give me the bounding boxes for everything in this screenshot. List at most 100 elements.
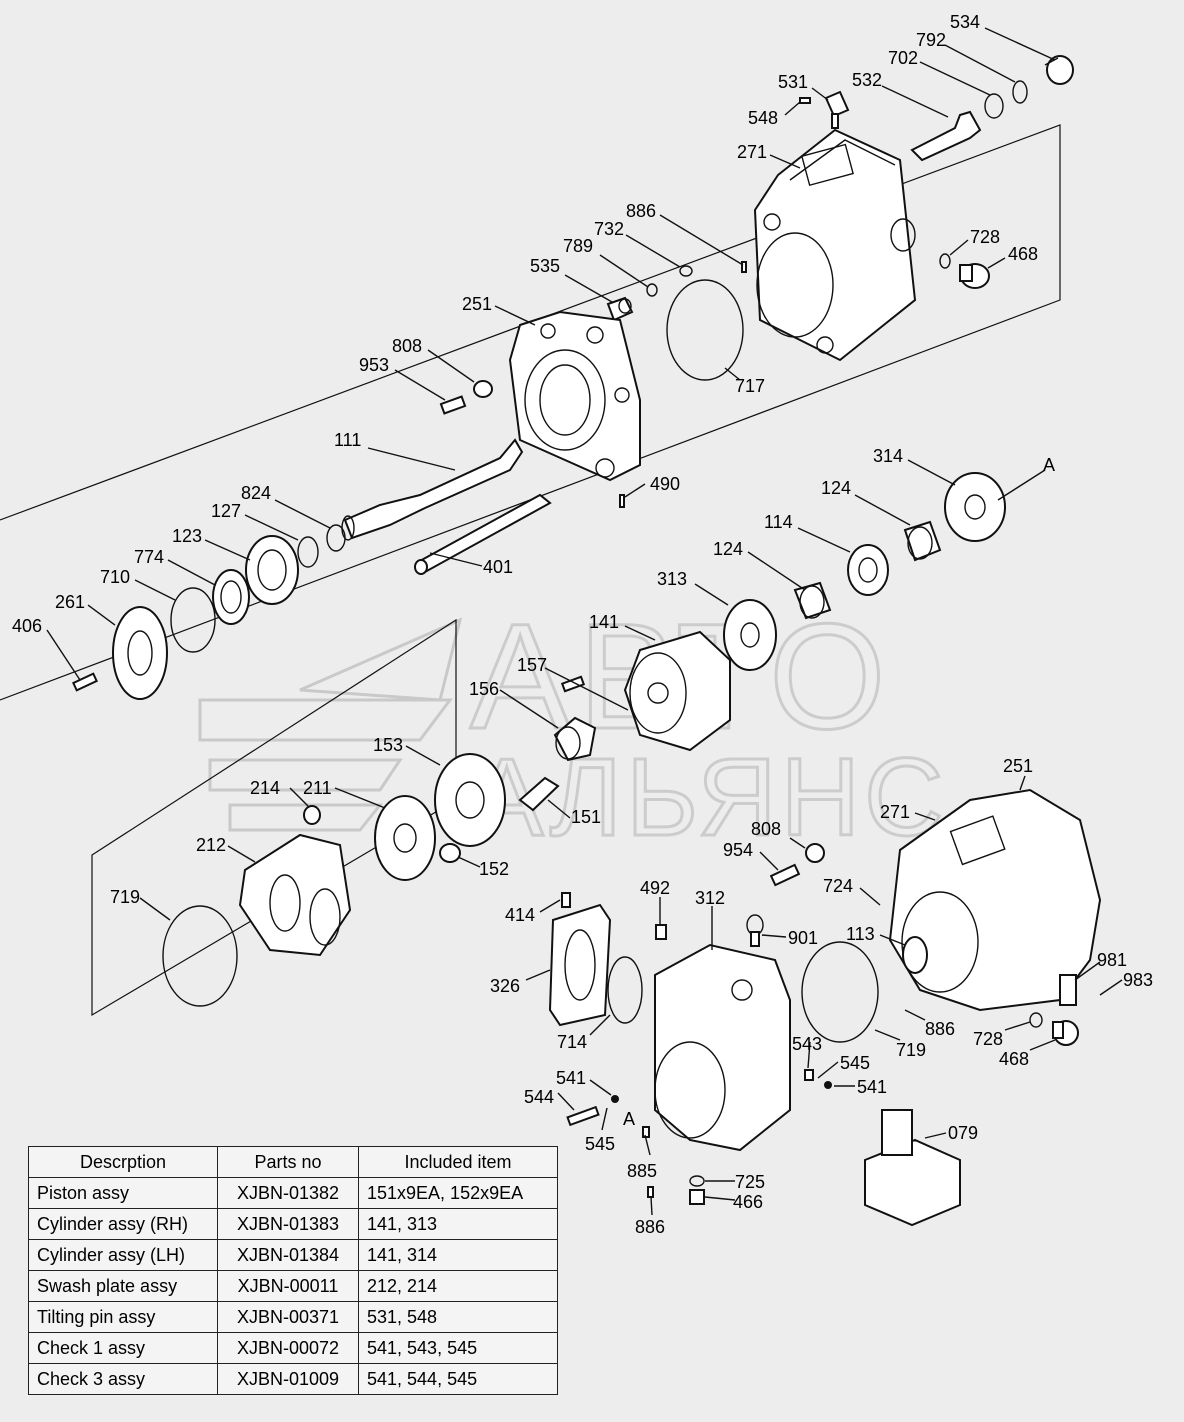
bolt-414: [561, 892, 571, 908]
cell-included-item: 212, 214: [358, 1270, 558, 1302]
header-parts-no: Parts no: [217, 1146, 359, 1178]
cell-description: Swash plate assy: [28, 1270, 218, 1302]
callout-251-top: 251: [462, 294, 492, 314]
ball-541-b: [824, 1081, 832, 1089]
watermark-logo: [198, 617, 463, 832]
callout-271-bot: 271: [880, 802, 910, 822]
cell-description: Piston assy: [28, 1177, 218, 1209]
table-header-row: Descrption Parts no Included item: [28, 1146, 558, 1178]
cell-parts-no: XJBN-00011: [217, 1270, 359, 1302]
gear-114: [847, 544, 889, 596]
plate-981: [1059, 974, 1077, 1006]
callout-A-top: A: [1043, 455, 1055, 475]
header-included-item: Included item: [358, 1146, 558, 1178]
nut-808-bot: [805, 843, 825, 863]
callout-545-a: 545: [840, 1053, 870, 1073]
eye-bolt-901: [746, 914, 764, 947]
seal-cover-261: [112, 606, 168, 700]
callout-953: 953: [359, 355, 389, 375]
cell-description: Check 1 assy: [28, 1332, 218, 1364]
callout-114: 114: [764, 512, 793, 532]
callout-792: 792: [916, 30, 946, 50]
cell-description: Cylinder assy (RH): [28, 1208, 218, 1240]
callout-983: 983: [1123, 970, 1153, 990]
callout-490: 490: [650, 474, 680, 494]
callout-717: 717: [735, 376, 765, 396]
callout-156: 156: [469, 679, 499, 699]
pin-886-bot: [647, 1186, 654, 1198]
callout-886-mid: 886: [925, 1019, 955, 1039]
oil-seal-774: [212, 569, 250, 625]
adjuster-532: [910, 110, 982, 162]
valve-plate-313: [723, 599, 777, 671]
table-row: Swash plate assy XJBN-00011 212, 214: [28, 1270, 558, 1302]
regulator-079: [864, 1109, 961, 1227]
cell-parts-no: XJBN-01382: [217, 1177, 359, 1209]
callout-808-top: 808: [392, 336, 422, 356]
callout-885: 885: [627, 1161, 657, 1181]
pin-886-top: [741, 261, 747, 273]
o-ring-728-bot: [1029, 1012, 1043, 1028]
cell-description: Check 3 assy: [28, 1363, 218, 1395]
callout-886-top: 886: [626, 201, 656, 221]
o-ring-714: [607, 956, 643, 1024]
callout-543: 543: [792, 1034, 822, 1054]
o-ring-719-left: [162, 905, 238, 1007]
callout-702: 702: [888, 48, 918, 68]
tilting-pin-531: [824, 90, 850, 129]
plug-534: [1044, 55, 1074, 85]
callout-808-bot: 808: [751, 819, 781, 839]
callout-214: 214: [250, 778, 280, 798]
bearing-123: [245, 535, 299, 605]
callout-312: 312: [695, 888, 725, 908]
header-description: Descrption: [28, 1146, 218, 1178]
callout-541-b: 541: [857, 1077, 887, 1097]
callout-901: 901: [788, 928, 818, 948]
parts-table: Descrption Parts no Included item Piston…: [28, 1146, 558, 1395]
bolt-953: [439, 395, 467, 415]
callout-535: 535: [530, 256, 560, 276]
pump-assembly-bottom: [888, 788, 1102, 1012]
table-row: Piston assy XJBN-01382 151x9EA, 152x9EA: [28, 1177, 558, 1209]
callout-724: 724: [823, 876, 853, 896]
shoe-plate-211: [374, 795, 436, 881]
callout-710: 710: [100, 567, 130, 587]
watermark-text-line2: АЛЬЯНС: [470, 736, 948, 859]
cell-included-item: 141, 314: [358, 1239, 558, 1271]
callout-leaders: [46, 27, 1123, 1216]
needle-bearing-124-a: [903, 520, 942, 562]
cell-description: Tilting pin assy: [28, 1301, 218, 1333]
callout-774: 774: [134, 547, 164, 567]
bolt-401: [414, 493, 552, 575]
plug-543: [804, 1069, 814, 1081]
plug-468-top: [959, 263, 990, 289]
callout-466: 466: [733, 1192, 763, 1212]
callout-789: 789: [563, 236, 593, 256]
bushing-214: [303, 805, 321, 825]
table-row: Check 3 assy XJBN-01009 541, 544, 545: [28, 1363, 558, 1395]
cell-parts-no: XJBN-00371: [217, 1301, 359, 1333]
plug-492: [655, 924, 667, 940]
bolt-406: [72, 672, 98, 692]
cell-parts-no: XJBN-01383: [217, 1208, 359, 1240]
plug-466: [689, 1189, 705, 1205]
callout-534: 534: [950, 12, 980, 32]
callout-532: 532: [852, 70, 882, 90]
callout-124-a: 124: [821, 478, 851, 498]
callout-157: 157: [517, 655, 547, 675]
o-ring-789: [646, 283, 658, 297]
retainer-plate-153: [434, 753, 506, 847]
callout-211: 211: [303, 778, 332, 798]
spherical-bushing-156: [553, 716, 597, 762]
callout-251-bot: 251: [1003, 756, 1033, 776]
callout-468-bot: 468: [999, 1049, 1029, 1069]
callout-548: 548: [748, 108, 778, 128]
o-ring-710: [170, 587, 216, 653]
callout-labels: 534 792 702 531 532 548 271 886 732 789 …: [12, 12, 1153, 1237]
callout-725: 725: [735, 1172, 765, 1192]
cell-included-item: 141, 313: [358, 1208, 558, 1240]
cylinder-block-141: [623, 630, 731, 752]
callout-152: 152: [479, 859, 509, 879]
cell-description: Cylinder assy (LH): [28, 1239, 218, 1271]
callout-981: 981: [1097, 950, 1127, 970]
